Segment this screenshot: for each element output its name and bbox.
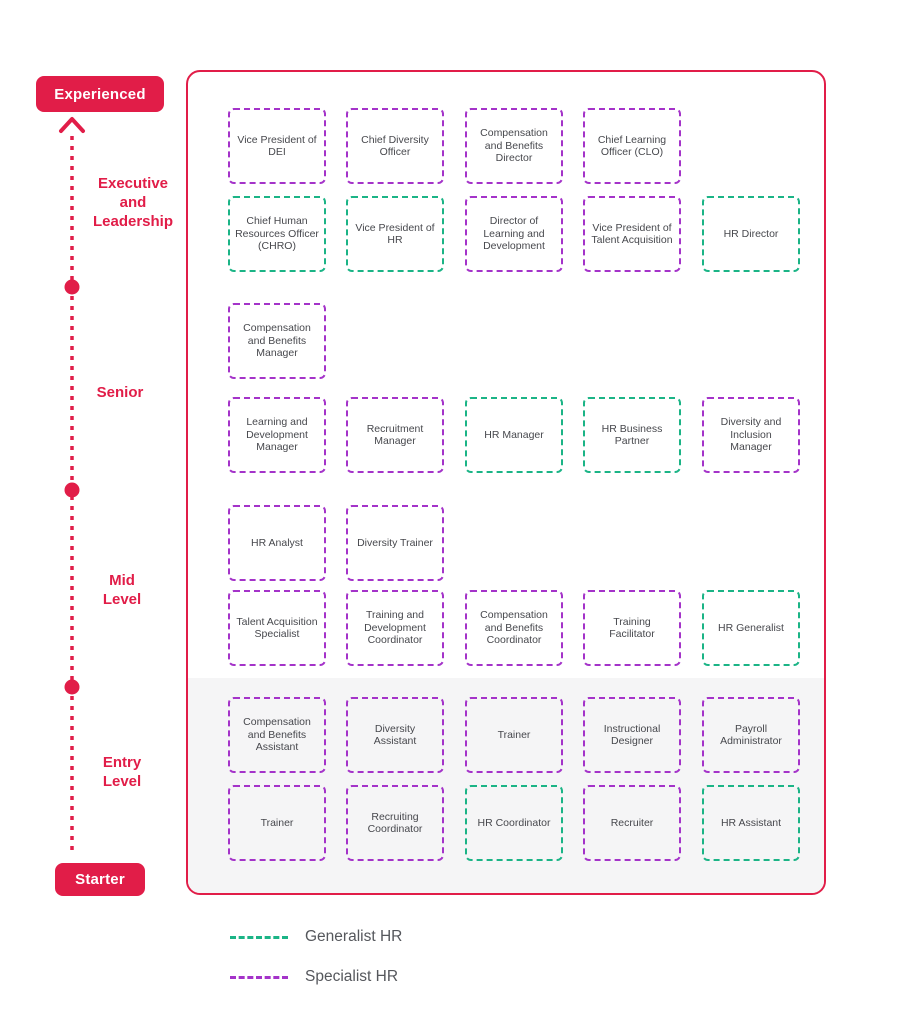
role-box-label: Diversity Assistant xyxy=(373,722,417,748)
role-box-instructional-designer: Instructional Designer xyxy=(583,697,681,773)
career-matrix-panel: Vice President of DEI Chief Diversity Off… xyxy=(186,70,826,895)
role-box-label: Compensation and Benefits Manager xyxy=(243,322,311,360)
role-box-label: Vice President of DEI xyxy=(237,133,317,159)
role-box-label: Director of Learning and Development xyxy=(483,215,545,253)
legend-item-specialist: Specialist HR xyxy=(230,961,402,993)
role-box-label: Payroll Administrator xyxy=(720,722,782,748)
level-label-mid-level: Mid Level xyxy=(102,572,142,608)
role-box-label: Chief Human Resources Officer (CHRO) xyxy=(235,215,319,253)
legend-label: Specialist HR xyxy=(305,968,399,985)
role-box-talent-acquisition-specialist: Talent Acquisition Specialist xyxy=(228,590,326,666)
role-box-label: Training Facilitator xyxy=(609,615,655,641)
role-box-label: HR Director xyxy=(723,227,779,240)
role-box-label: Trainer xyxy=(497,728,531,741)
role-box-chief-learning-officer-clo: Chief Learning Officer (CLO) xyxy=(583,108,681,184)
role-box-label: Compensation and Benefits Coordinator xyxy=(480,609,548,647)
role-box-label: HR Manager xyxy=(484,428,544,441)
experienced-badge: Experienced xyxy=(36,76,164,112)
axis-dot-senior-mid xyxy=(64,482,80,498)
role-box-trainer: Trainer xyxy=(465,697,563,773)
role-box-label: Recruiting Coordinator xyxy=(367,810,423,836)
role-box-recruiter: Recruiter xyxy=(583,785,681,861)
role-box-vice-president-of-talent-acquisition: Vice President of Talent Acquisition xyxy=(583,196,681,272)
role-box-label: Vice President of Talent Acquisition xyxy=(591,221,673,247)
role-box-label: HR Coordinator xyxy=(477,816,551,829)
arrow-up-icon xyxy=(59,117,85,133)
role-box-label: Vice President of HR xyxy=(355,221,435,247)
role-box-compensation-and-benefits-assistant: Compensation and Benefits Assistant xyxy=(228,697,326,773)
legend-label: Generalist HR xyxy=(305,928,403,945)
role-box-label: HR Generalist xyxy=(718,621,784,634)
role-box-chief-human-resources-officer-chro: Chief Human Resources Officer (CHRO) xyxy=(228,196,326,272)
starter-badge: Starter xyxy=(55,863,145,896)
axis-dot-executive-senior xyxy=(64,279,80,295)
role-box-compensation-and-benefits-director: Compensation and Benefits Director xyxy=(465,108,563,184)
role-box-hr-manager: HR Manager xyxy=(465,397,563,473)
role-box-label: Chief Diversity Officer xyxy=(361,133,429,159)
legend-item-generalist: Generalist HR xyxy=(230,921,402,953)
role-box-chief-diversity-officer: Chief Diversity Officer xyxy=(346,108,444,184)
specialist-dash-icon xyxy=(230,975,288,979)
role-box-compensation-and-benefits-manager: Compensation and Benefits Manager xyxy=(228,303,326,379)
role-box-hr-director: HR Director xyxy=(702,196,800,272)
role-box-hr-business-partner: HR Business Partner xyxy=(583,397,681,473)
axis-dot-mid-entry xyxy=(64,679,80,695)
role-box-learning-and-development-manager: Learning and Development Manager xyxy=(228,397,326,473)
role-box-recruiting-coordinator: Recruiting Coordinator xyxy=(346,785,444,861)
role-box-diversity-and-inclusion-manager: Diversity and Inclusion Manager xyxy=(702,397,800,473)
role-box-hr-analyst: HR Analyst xyxy=(228,505,326,581)
role-box-label: Recruitment Manager xyxy=(366,422,424,448)
level-label-executive-leadership: Executive and Leadership xyxy=(92,175,174,230)
role-box-hr-assistant: HR Assistant xyxy=(702,785,800,861)
role-box-director-of-learning-and-development: Director of Learning and Development xyxy=(465,196,563,272)
role-box-label: Diversity Trainer xyxy=(357,536,433,549)
legend: Generalist HR Specialist HR xyxy=(230,921,402,1001)
level-label-senior: Senior xyxy=(96,384,144,401)
role-box-recruitment-manager: Recruitment Manager xyxy=(346,397,444,473)
role-box-label: Diversity and Inclusion Manager xyxy=(720,416,782,454)
role-box-label: Learning and Development Manager xyxy=(246,416,308,454)
role-box-trainer: Trainer xyxy=(228,785,326,861)
role-box-label: Chief Learning Officer (CLO) xyxy=(597,133,667,159)
role-box-diversity-assistant: Diversity Assistant xyxy=(346,697,444,773)
generalist-dash-icon xyxy=(230,935,288,939)
role-box-label: Recruiter xyxy=(610,816,654,829)
role-box-compensation-and-benefits-coordinator: Compensation and Benefits Coordinator xyxy=(465,590,563,666)
role-box-hr-coordinator: HR Coordinator xyxy=(465,785,563,861)
role-box-label: Compensation and Benefits Assistant xyxy=(243,716,311,754)
role-box-label: Instructional Designer xyxy=(603,722,661,748)
role-box-label: HR Business Partner xyxy=(601,422,663,448)
role-box-label: Trainer xyxy=(260,816,294,829)
role-box-training-facilitator: Training Facilitator xyxy=(583,590,681,666)
role-box-label: HR Analyst xyxy=(251,536,303,549)
role-box-payroll-administrator: Payroll Administrator xyxy=(702,697,800,773)
role-box-label: HR Assistant xyxy=(720,816,782,829)
role-box-hr-generalist: HR Generalist xyxy=(702,590,800,666)
role-box-label: Compensation and Benefits Director xyxy=(480,127,548,165)
role-box-vice-president-of-hr: Vice President of HR xyxy=(346,196,444,272)
role-box-label: Training and Development Coordinator xyxy=(364,609,426,647)
level-label-entry-level: Entry Level xyxy=(102,754,142,790)
role-box-diversity-trainer: Diversity Trainer xyxy=(346,505,444,581)
role-box-label: Talent Acquisition Specialist xyxy=(236,615,318,641)
role-box-training-and-development-coordinator: Training and Development Coordinator xyxy=(346,590,444,666)
role-box-vice-president-of-dei: Vice President of DEI xyxy=(228,108,326,184)
